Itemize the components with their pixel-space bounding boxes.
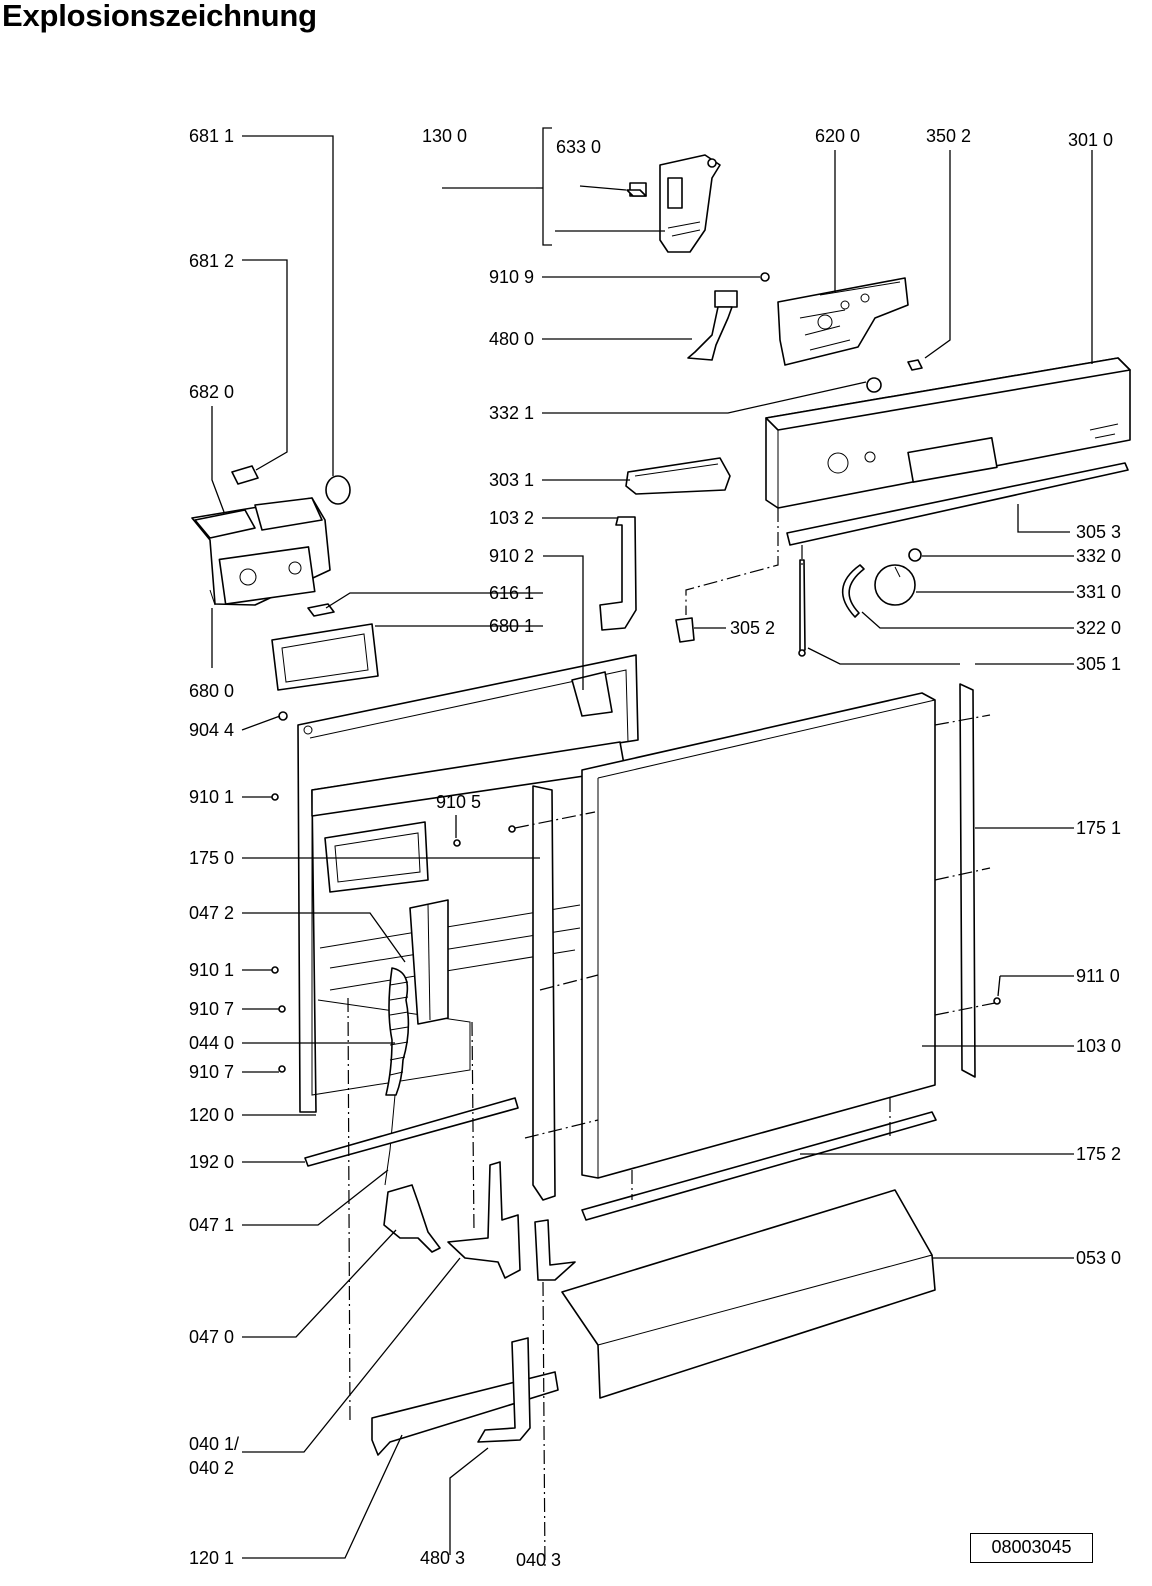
label-053-0: 053 0 (1076, 1248, 1121, 1268)
label-120-1: 120 1 (189, 1548, 234, 1568)
part-053-kick-plate (561, 1189, 936, 1399)
part-175-1-strip (959, 683, 976, 1078)
label-040-1: 040 1/ (189, 1434, 239, 1454)
part-130-housing (659, 154, 721, 253)
label-910-7-a: 910 7 (189, 999, 234, 1019)
part-044-spring (384, 967, 410, 1186)
label-301-0: 301 0 (1068, 130, 1113, 150)
part-175-2-strip (581, 1111, 937, 1221)
part-680-1-gasket (271, 623, 379, 691)
label-681-2: 681 2 (189, 251, 234, 271)
label-620-0: 620 0 (815, 126, 860, 146)
part-331-knob (874, 564, 916, 606)
label-910-9: 910 9 (489, 267, 534, 287)
part-labels: 681 1 130 0 633 0 620 0 350 2 301 0 681 … (189, 126, 1121, 1570)
label-680-0: 680 0 (189, 681, 234, 701)
part-305-2-clip (675, 617, 695, 643)
label-047-1: 047 1 (189, 1215, 234, 1235)
label-910-7-b: 910 7 (189, 1062, 234, 1082)
part-040-bracket (447, 1161, 521, 1279)
label-910-1-b: 910 1 (189, 960, 234, 980)
label-040-2: 040 2 (189, 1458, 234, 1478)
label-175-2: 175 2 (1076, 1144, 1121, 1164)
part-301-control-panel (765, 357, 1131, 509)
label-910-2: 910 2 (489, 546, 534, 566)
label-130-0: 130 0 (422, 126, 467, 146)
label-332-0: 332 0 (1076, 546, 1121, 566)
part-305-1-rod (799, 559, 806, 652)
label-681-1: 681 1 (189, 126, 234, 146)
part-633-connector (626, 182, 647, 197)
label-192-0: 192 0 (189, 1152, 234, 1172)
leader-lines (211, 135, 1093, 1559)
label-103-2: 103 2 (489, 508, 534, 528)
label-303-1: 303 1 (489, 470, 534, 490)
document-number-box: 08003045 (970, 1533, 1093, 1563)
label-682-0: 682 0 (189, 382, 234, 402)
label-175-1: 175 1 (1076, 818, 1121, 838)
label-680-1: 680 1 (489, 616, 534, 636)
part-620-circuit-board (777, 277, 909, 366)
part-680-dispenser (191, 497, 331, 606)
part-480-cable (687, 290, 738, 361)
label-910-5: 910 5 (436, 792, 481, 812)
part-350-2-pin (907, 359, 923, 371)
label-350-2: 350 2 (926, 126, 971, 146)
label-047-2: 047 2 (189, 903, 234, 923)
label-047-0: 047 0 (189, 1327, 234, 1347)
label-322-0: 322 0 (1076, 618, 1121, 638)
label-103-0: 103 0 (1076, 1036, 1121, 1056)
part-332-1-button (866, 377, 882, 393)
label-040-3: 040 3 (516, 1550, 561, 1570)
part-480-3-bracket (477, 1337, 531, 1443)
label-480-3: 480 3 (420, 1548, 465, 1568)
label-332-1: 332 1 (489, 403, 534, 423)
label-904-4: 904 4 (189, 720, 234, 740)
part-l-bracket (534, 1219, 576, 1281)
label-911-0: 911 0 (1076, 966, 1120, 986)
part-103-2-bracket (599, 516, 637, 631)
part-120-1-bar (371, 1371, 559, 1456)
page-title: Explosionszeichnung (2, 0, 317, 33)
label-305-3: 305 3 (1076, 522, 1121, 542)
label-305-2: 305 2 (730, 618, 775, 638)
label-633-0: 633 0 (556, 137, 601, 157)
part-305-3-strip (786, 462, 1129, 546)
label-331-0: 331 0 (1076, 582, 1121, 602)
label-120-0: 120 0 (189, 1105, 234, 1125)
part-681-1-disc (325, 475, 351, 505)
part-322-ring (841, 564, 865, 618)
label-305-1: 305 1 (1076, 654, 1121, 674)
part-332-0-cap (908, 548, 922, 562)
label-480-0: 480 0 (489, 329, 534, 349)
label-910-1-a: 910 1 (189, 787, 234, 807)
part-303-display (625, 457, 731, 495)
label-175-0: 175 0 (189, 848, 234, 868)
part-047-1-hook (383, 1184, 441, 1253)
part-910-9-screw (760, 272, 770, 282)
part-120-inner-door (297, 654, 639, 1113)
part-192-rail (304, 1097, 519, 1167)
bracket-130 (536, 127, 552, 246)
part-103-outer-door (581, 692, 936, 1179)
part-175-0-strip (532, 785, 556, 1201)
label-044-0: 044 0 (189, 1033, 234, 1053)
label-616-1: 616 1 (489, 583, 534, 603)
part-681-2-cap (231, 465, 259, 485)
assembly-lines (347, 508, 996, 1571)
